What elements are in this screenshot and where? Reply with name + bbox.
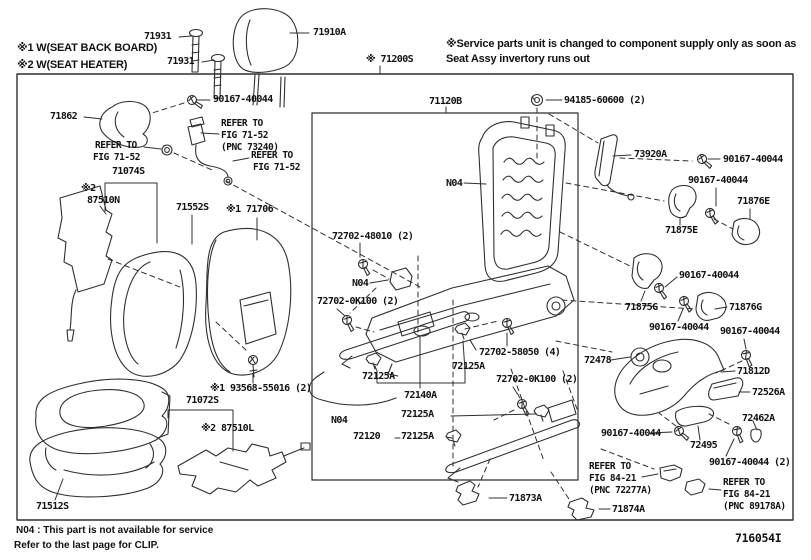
seat-back-board-drawing: [57, 185, 113, 342]
connector-72277A-drawing: [659, 464, 683, 482]
seat-cushion-cover-drawing: [35, 378, 171, 455]
screw-icons: [186, 94, 753, 444]
headrest-bolt-1: [188, 28, 204, 73]
seat-frame-drawing: [365, 116, 575, 377]
clip-72125A-4: [533, 404, 550, 422]
side-airbag-drawing: [594, 134, 635, 201]
clip-71874A-drawing: [567, 497, 595, 521]
bracket-71875E-drawing: [668, 184, 697, 219]
headrest-bolt-2: [210, 53, 226, 99]
bracket-71875G-drawing: [631, 253, 663, 289]
clip-72125A-2: [454, 322, 471, 340]
recliner-cover-71862-drawing: [99, 100, 151, 148]
seat-back-cover-drawing: [205, 228, 292, 376]
lower-rail-drawing: [445, 399, 581, 483]
inner-box: [311, 112, 579, 481]
wire-drawing: [308, 371, 397, 406]
connector-89178A-drawing: [684, 478, 706, 496]
side-shield-drawing: [614, 338, 762, 443]
clip-72125A-3: [445, 429, 462, 447]
screw-93568-drawing: [247, 354, 259, 378]
bracket-71876G-drawing: [695, 291, 727, 321]
clip-71873A-drawing: [455, 480, 480, 506]
seat-heater-drawing: [177, 442, 311, 495]
leader-lines: [54, 32, 758, 510]
bracket-71876E-drawing: [731, 217, 761, 246]
belt-buckle-drawing: [161, 116, 233, 186]
grommet-94185-drawing: [530, 93, 544, 107]
upper-rail-drawing: [339, 311, 471, 369]
seat-back-pad-drawing: [110, 251, 197, 377]
seat-cushion-pad-drawing: [29, 427, 167, 498]
clip-72125A-1: [365, 352, 382, 370]
headrest-drawing: [232, 8, 299, 108]
outer-box: [16, 73, 794, 521]
dashed-lines: [107, 102, 743, 500]
